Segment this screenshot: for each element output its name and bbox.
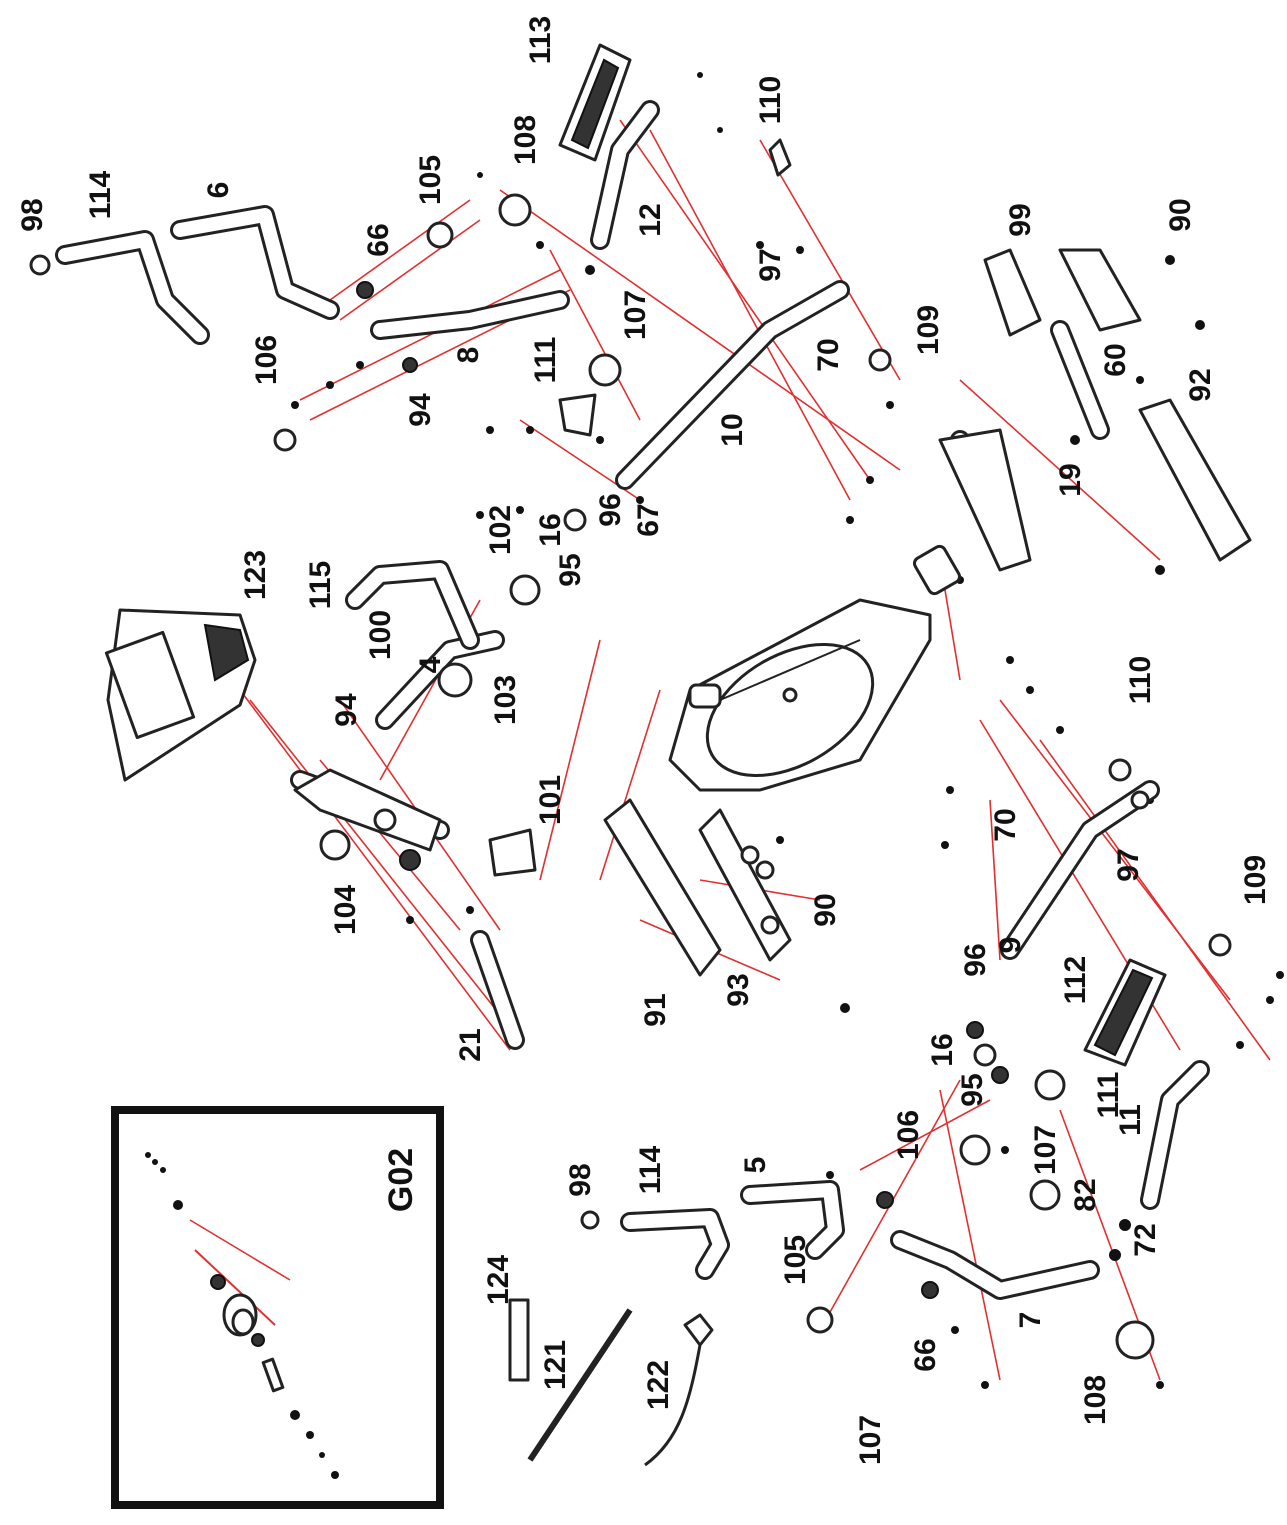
label-102: 102 bbox=[484, 505, 517, 555]
label-9: 9 bbox=[994, 937, 1027, 954]
label-10: 10 bbox=[716, 413, 749, 446]
label-109b: 109 bbox=[1239, 855, 1272, 905]
label-66: 66 bbox=[362, 223, 395, 256]
label-111: 111 bbox=[529, 337, 562, 384]
label-8: 8 bbox=[452, 347, 485, 364]
label-110: 110 bbox=[754, 76, 787, 124]
label-91: 91 bbox=[639, 993, 672, 1026]
label-108b: 108 bbox=[1079, 1375, 1112, 1425]
label-94b: 94 bbox=[330, 693, 363, 727]
label-107b: 107 bbox=[1029, 1125, 1062, 1175]
label-115: 115 bbox=[304, 561, 337, 609]
label-70: 70 bbox=[812, 338, 845, 371]
part-labels: 98 114 6 66 105 108 113 110 12 97 107 11… bbox=[16, 16, 1272, 1465]
pedal-112 bbox=[1083, 958, 1167, 1067]
label-11: 11 bbox=[1114, 1104, 1147, 1136]
label-97: 97 bbox=[754, 248, 787, 281]
label-93: 93 bbox=[722, 973, 755, 1006]
label-104: 104 bbox=[329, 885, 362, 935]
label-90b: 90 bbox=[809, 893, 842, 926]
label-12: 12 bbox=[634, 203, 667, 236]
label-92: 92 bbox=[1184, 368, 1217, 401]
pedal-113 bbox=[558, 43, 632, 162]
label-107c: 107 bbox=[854, 1415, 887, 1465]
label-110b: 110 bbox=[1124, 656, 1157, 704]
label-96b: 96 bbox=[959, 943, 992, 976]
label-101: 101 bbox=[534, 775, 567, 825]
inset-title: G02 bbox=[382, 1148, 420, 1212]
label-121: 121 bbox=[539, 1340, 572, 1390]
label-105b: 105 bbox=[779, 1235, 812, 1285]
console-mount bbox=[293, 768, 442, 871]
label-103: 103 bbox=[489, 675, 522, 725]
rear-stabilizer bbox=[938, 248, 1252, 572]
label-60: 60 bbox=[1099, 343, 1132, 376]
label-106: 106 bbox=[250, 335, 283, 385]
label-108: 108 bbox=[509, 115, 542, 165]
label-98b: 98 bbox=[564, 1163, 597, 1196]
label-21: 21 bbox=[454, 1028, 487, 1061]
label-100: 100 bbox=[364, 610, 397, 660]
label-19: 19 bbox=[1054, 463, 1087, 496]
label-113: 113 bbox=[524, 16, 557, 64]
label-105: 105 bbox=[414, 155, 447, 205]
small-components bbox=[29, 138, 1232, 1467]
label-94: 94 bbox=[404, 393, 437, 427]
label-6: 6 bbox=[202, 182, 235, 199]
label-123: 123 bbox=[239, 550, 272, 600]
label-99: 99 bbox=[1004, 203, 1037, 236]
label-114b: 114 bbox=[634, 1145, 667, 1194]
console-123 bbox=[104, 608, 257, 782]
label-124: 124 bbox=[482, 1255, 515, 1305]
label-95b: 95 bbox=[956, 1073, 989, 1106]
label-5: 5 bbox=[739, 1157, 772, 1174]
label-97b: 97 bbox=[1112, 848, 1145, 881]
label-106b: 106 bbox=[892, 1110, 925, 1160]
label-7: 7 bbox=[1014, 1312, 1047, 1329]
label-112: 112 bbox=[1059, 956, 1092, 1004]
label-4: 4 bbox=[414, 656, 447, 673]
inset-g02: G02 bbox=[111, 1106, 444, 1509]
label-90: 90 bbox=[1164, 198, 1197, 231]
label-122: 122 bbox=[642, 1360, 675, 1410]
label-82: 82 bbox=[1069, 1178, 1102, 1211]
label-111b: 111 bbox=[1092, 1072, 1125, 1119]
label-107: 107 bbox=[619, 290, 652, 340]
label-114: 114 bbox=[84, 170, 117, 219]
label-70b: 70 bbox=[989, 808, 1022, 841]
label-16: 16 bbox=[534, 513, 567, 546]
label-67: 67 bbox=[632, 503, 665, 536]
label-72: 72 bbox=[1129, 1223, 1162, 1256]
label-109: 109 bbox=[912, 305, 945, 355]
label-66b: 66 bbox=[909, 1338, 942, 1371]
label-98: 98 bbox=[16, 198, 49, 231]
front-stabilizer bbox=[603, 798, 792, 977]
label-95: 95 bbox=[554, 553, 587, 586]
label-96: 96 bbox=[594, 493, 627, 526]
main-frame-housing bbox=[668, 544, 962, 792]
label-16b: 16 bbox=[926, 1033, 959, 1066]
